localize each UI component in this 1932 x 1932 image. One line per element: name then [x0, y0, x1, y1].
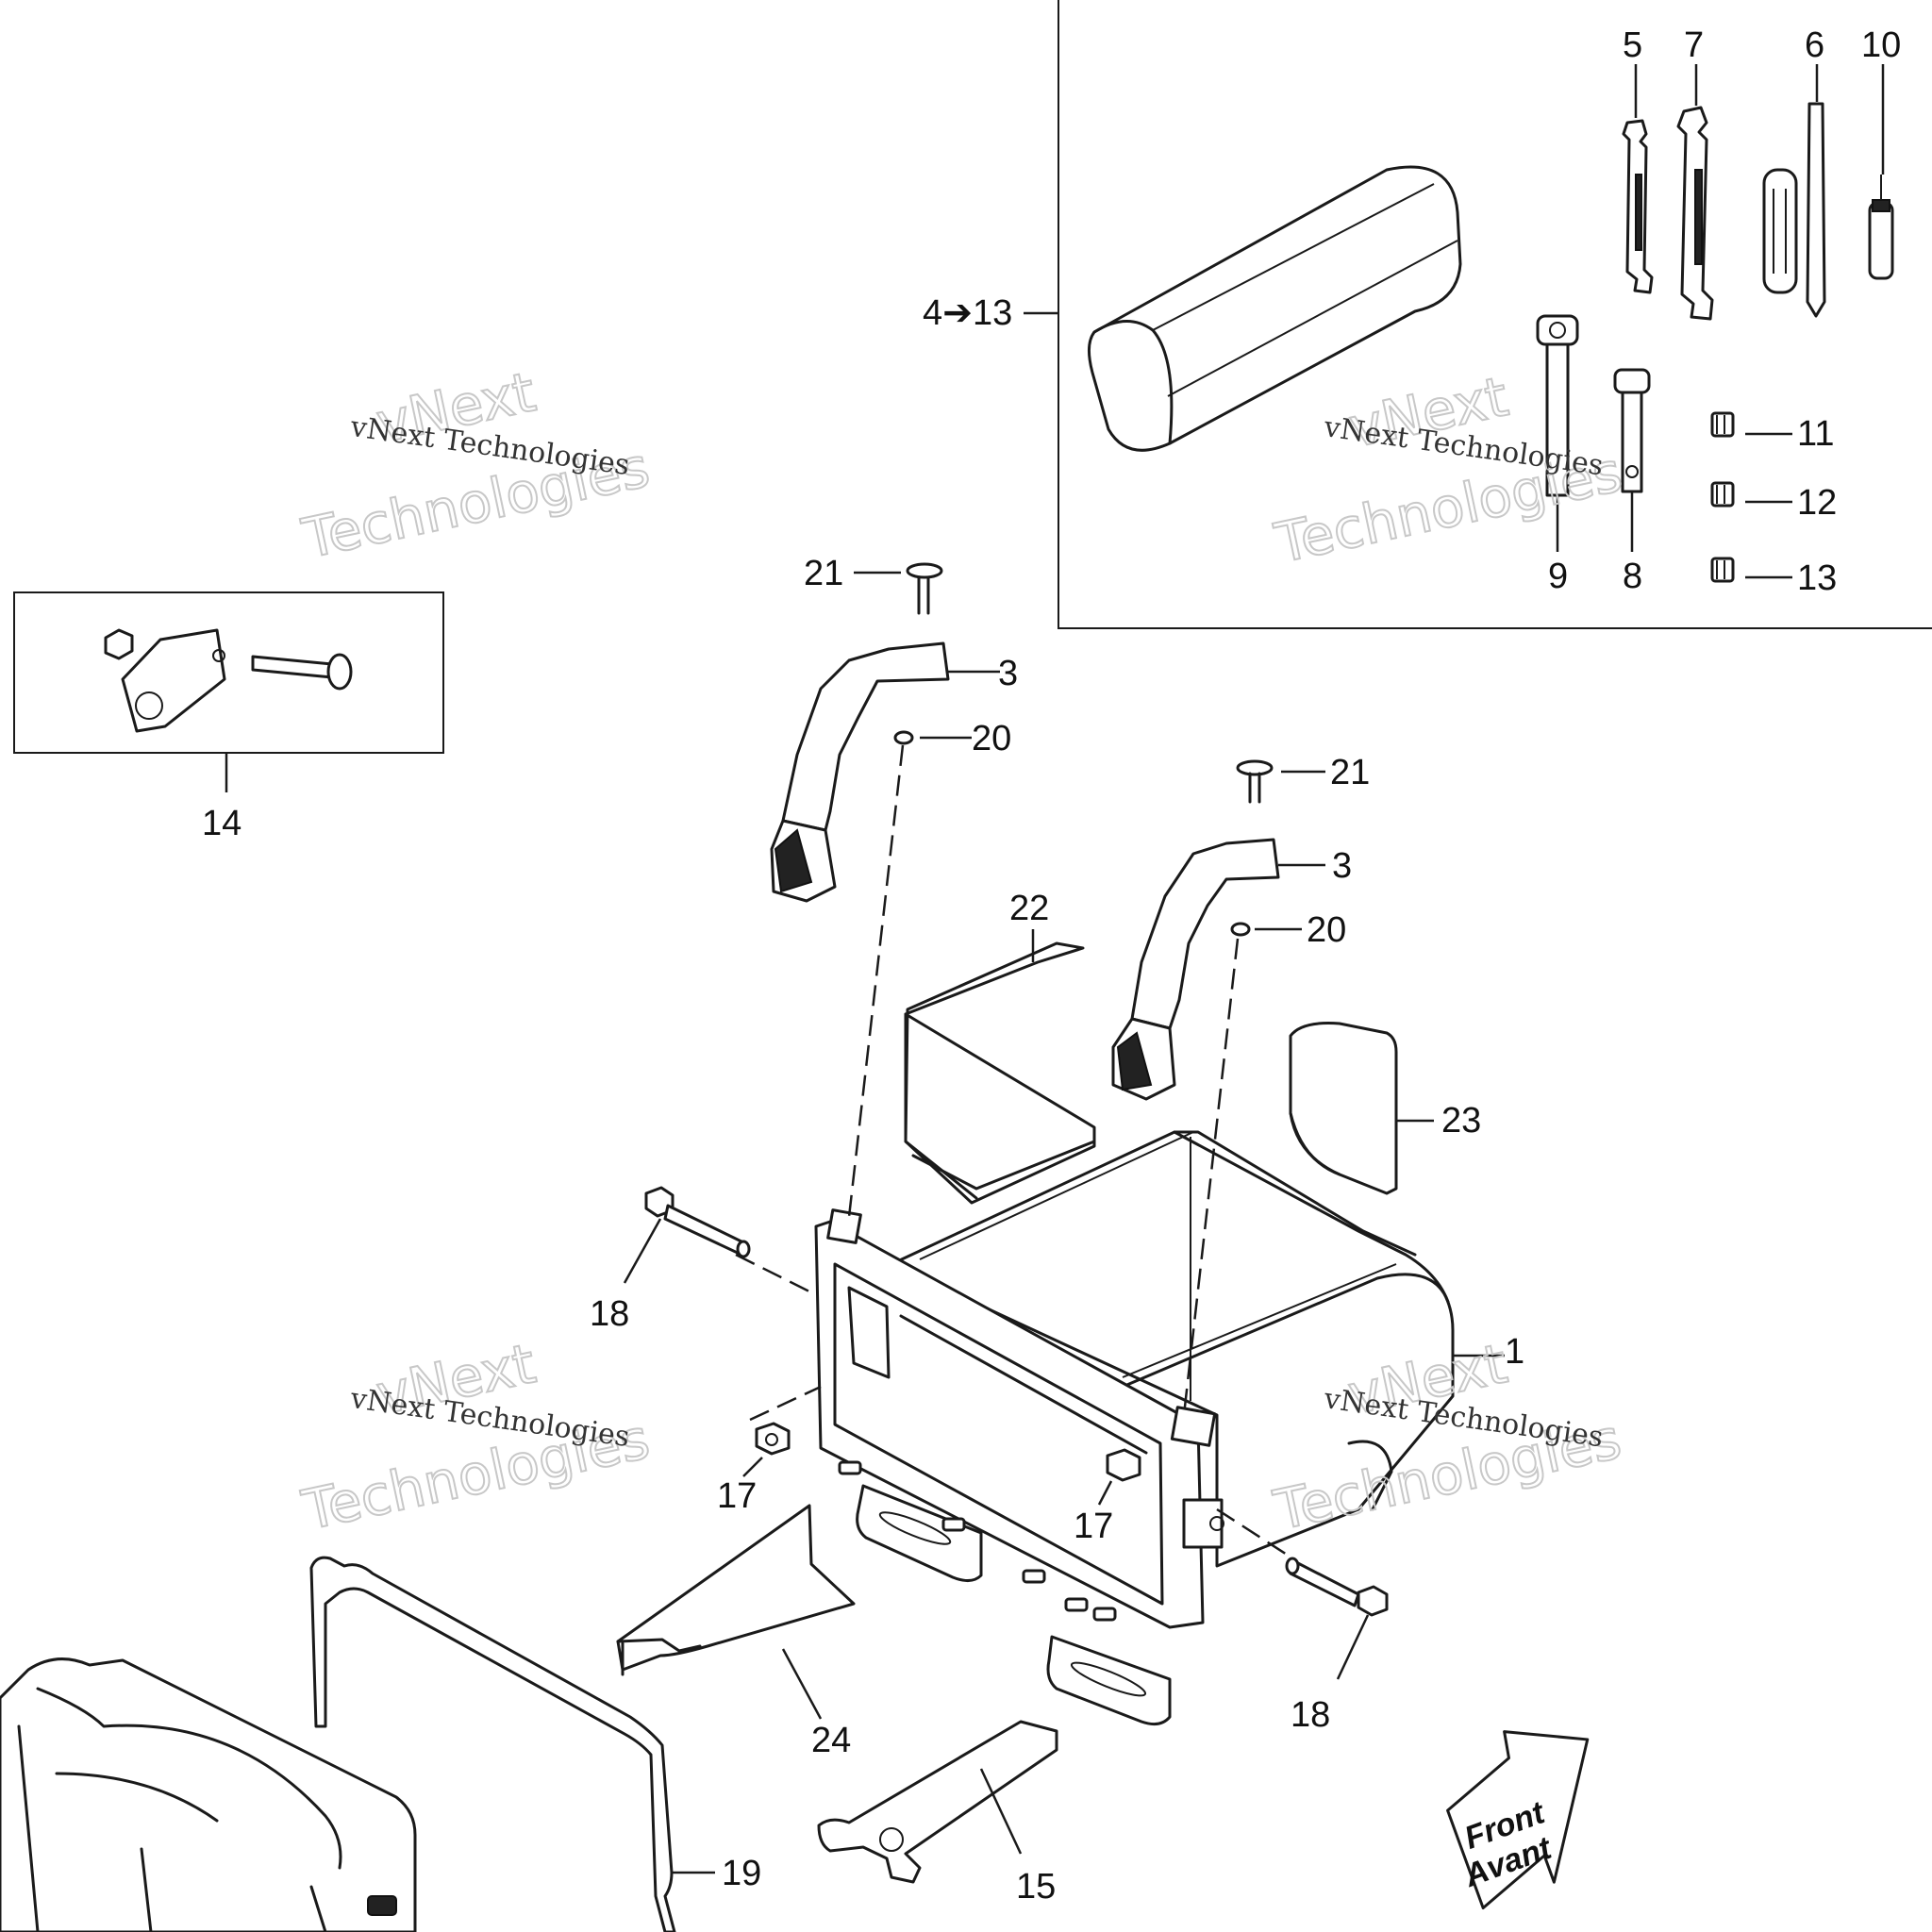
- callout-17-right: 17: [1074, 1507, 1113, 1546]
- callout-17-left: 17: [717, 1476, 757, 1516]
- callout-20-upper: 20: [972, 719, 1011, 758]
- callout-labels: 5 7 6 10 4➔13 11 12 13 9 8 21 3 20 14 21…: [202, 25, 1901, 1907]
- callout-21-lower: 21: [1330, 753, 1370, 792]
- gasket-19: [309, 1556, 715, 1932]
- watermark-top-left: vNext Technologies vNext Technologies: [295, 358, 656, 572]
- pad-23: [1289, 1022, 1434, 1195]
- wrench-icon-7: [1676, 106, 1714, 321]
- callout-1: 1: [1505, 1332, 1524, 1372]
- callout-24: 24: [811, 1721, 851, 1760]
- fuse-icon-13: [1710, 557, 1735, 583]
- lid: [0, 1657, 417, 1932]
- storage-box: [814, 1130, 1505, 1726]
- callout-19: 19: [722, 1854, 761, 1893]
- callout-20-lower: 20: [1307, 910, 1346, 950]
- callout-13: 13: [1797, 558, 1837, 598]
- callout-4-to-13: 4➔13: [923, 293, 1012, 333]
- pad-22: [904, 929, 1096, 1205]
- callout-15: 15: [1016, 1867, 1056, 1907]
- callout-18-right: 18: [1291, 1695, 1330, 1735]
- tool-kit-leaders: [1556, 64, 1885, 579]
- nut-17-left: [742, 1422, 791, 1477]
- spanner-15: [817, 1720, 1058, 1884]
- callout-3-upper: 3: [998, 654, 1018, 693]
- callout-8: 8: [1623, 557, 1642, 596]
- screwdriver-icon: [1762, 102, 1826, 318]
- callout-5: 5: [1623, 25, 1642, 65]
- callout-23: 23: [1441, 1101, 1481, 1141]
- bolt-18-right: [1285, 1557, 1389, 1680]
- alignment-lines: [735, 744, 1298, 1563]
- watermark-top-right: vNext Technologies vNext Technologies: [1269, 363, 1629, 576]
- nut-17-right: [1097, 1448, 1141, 1506]
- tool-kit-frame: [1024, 0, 1932, 629]
- callout-7: 7: [1684, 25, 1704, 65]
- callout-12: 12: [1797, 483, 1837, 523]
- bolt-18-left: [623, 1186, 751, 1284]
- watermark-bottom-left: vNext Technologies vNext Technologies: [295, 1330, 656, 1543]
- pad-24: [616, 1504, 856, 1720]
- front-direction-arrow: Front Avant: [1446, 1730, 1590, 1910]
- handle-upper: [770, 562, 1000, 903]
- fuse-icon-11: [1710, 411, 1735, 438]
- callout-6: 6: [1805, 25, 1824, 65]
- callout-22: 22: [1009, 889, 1049, 928]
- tool-roll-bag: [1088, 165, 1462, 452]
- callout-21-upper: 21: [804, 554, 843, 593]
- callout-18-left: 18: [590, 1294, 629, 1334]
- callout-3-lower: 3: [1332, 846, 1352, 886]
- callout-9: 9: [1548, 557, 1568, 596]
- bracket-kit-inset: [13, 591, 444, 792]
- wrench-icon-5: [1622, 119, 1654, 294]
- callout-11: 11: [1797, 414, 1834, 454]
- callout-10: 10: [1861, 25, 1901, 65]
- callout-14: 14: [202, 804, 242, 843]
- socket-wrench-icon-9: [1536, 314, 1579, 497]
- handle-lower: [1111, 759, 1325, 1101]
- fuse-icon-12: [1710, 481, 1735, 508]
- bit-holder-icon: [1868, 175, 1894, 280]
